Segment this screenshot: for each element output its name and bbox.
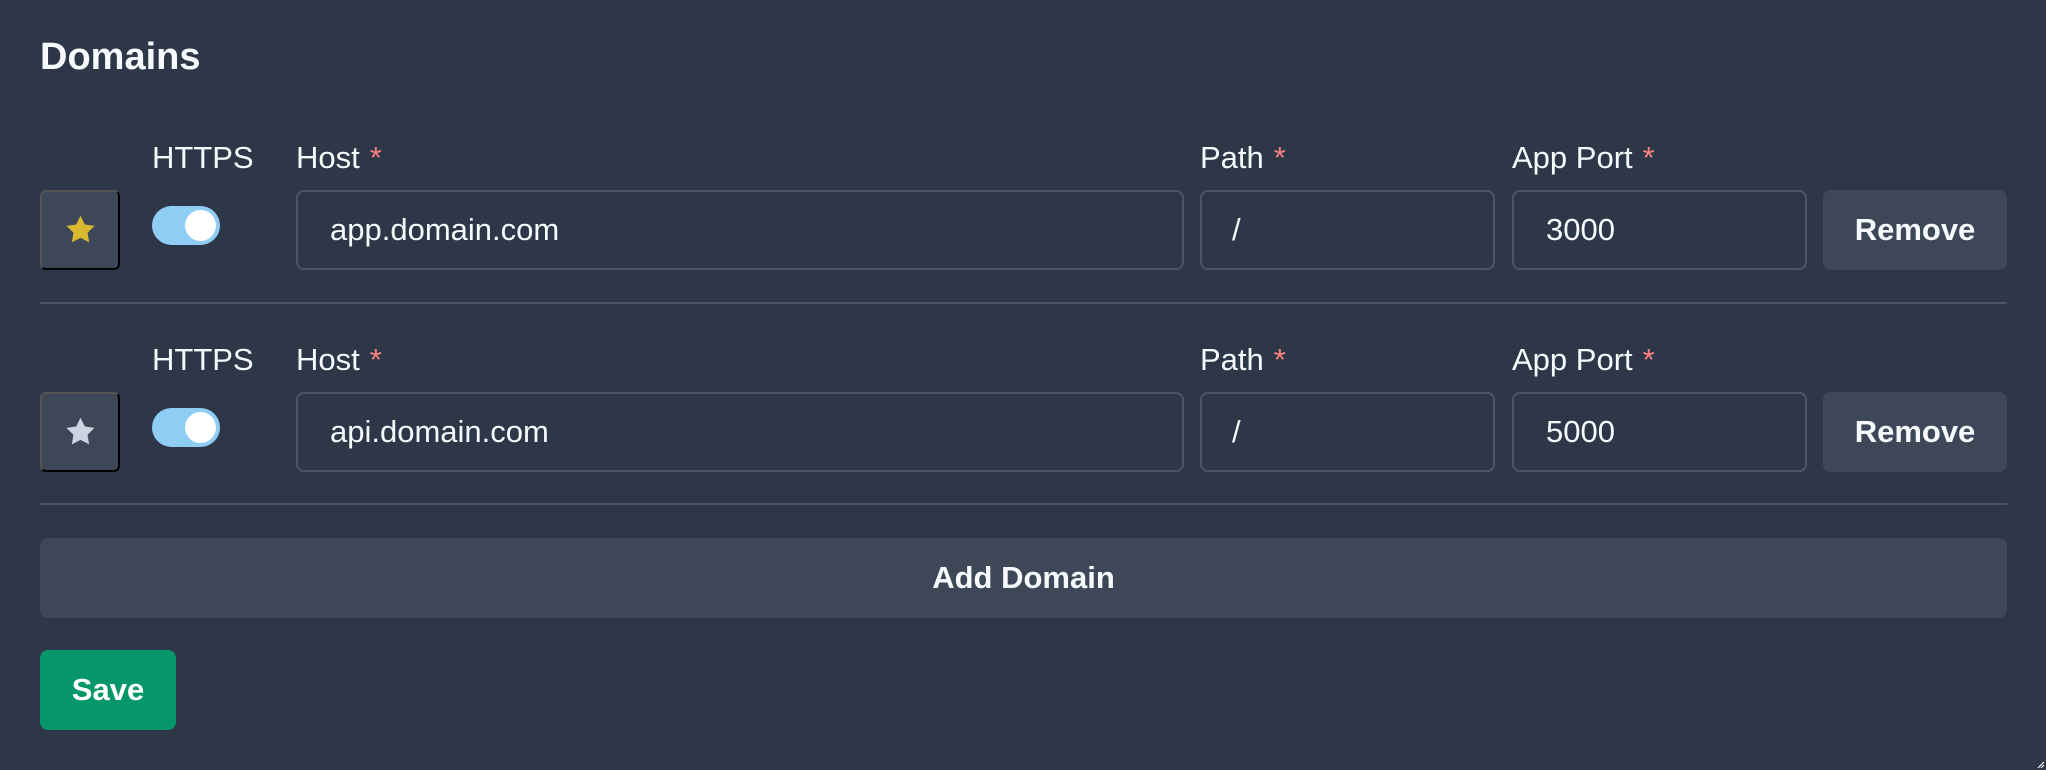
https-label-text: HTTPS [152,140,254,175]
app-port-label-text: App Port [1512,342,1633,377]
https-toggle-knob [185,210,216,241]
host-label-text: Host [296,140,360,175]
path-input[interactable] [1200,392,1495,472]
save-button[interactable]: Save [40,650,176,730]
host-input[interactable] [296,392,1184,472]
https-label-text: HTTPS [152,342,254,377]
required-marker: * [369,342,382,377]
https-toggle[interactable] [152,206,220,245]
app-port-input[interactable] [1512,392,1807,472]
https-toggle[interactable] [152,408,220,447]
app-port-label: App Port * [1512,340,1655,380]
required-marker: * [1273,140,1286,175]
host-label: Host * [296,340,382,380]
path-label-text: Path [1200,140,1264,175]
page-title: Domains [40,36,201,78]
path-label-text: Path [1200,342,1264,377]
domains-panel: Domains HTTPS Host* Path* App Port* Re [40,0,2007,770]
row-divider [40,302,2007,304]
path-label: Path * [1200,138,1286,178]
host-label-text: Host [296,342,360,377]
https-toggle-knob [185,412,216,443]
resize-handle-icon[interactable] [2036,760,2046,770]
host-label: Host * [296,138,382,178]
path-label: Path * [1200,340,1286,380]
remove-domain-button[interactable]: Remove [1823,392,2007,472]
app-port-label: App Port * [1512,138,1655,178]
add-domain-button[interactable]: Add Domain [40,538,2007,618]
star-filled-icon [62,212,99,249]
path-input[interactable] [1200,190,1495,270]
row-divider [40,503,2007,505]
https-label: HTTPS [152,340,254,380]
host-input[interactable] [296,190,1184,270]
app-port-input[interactable] [1512,190,1807,270]
app-port-label-text: App Port [1512,140,1633,175]
star-outline-icon [62,414,99,451]
primary-domain-button[interactable] [40,190,120,270]
domain-row-2: HTTPS Host * Path * App Port * Remove [40,340,2007,472]
required-marker: * [1273,342,1286,377]
required-marker: * [1642,342,1655,377]
https-label: HTTPS [152,138,254,178]
remove-domain-button[interactable]: Remove [1823,190,2007,270]
required-marker: * [1642,140,1655,175]
set-primary-domain-button[interactable] [40,392,120,472]
required-marker: * [369,140,382,175]
domain-row-1: HTTPS Host * Path * App Port * Remove [40,138,2007,270]
